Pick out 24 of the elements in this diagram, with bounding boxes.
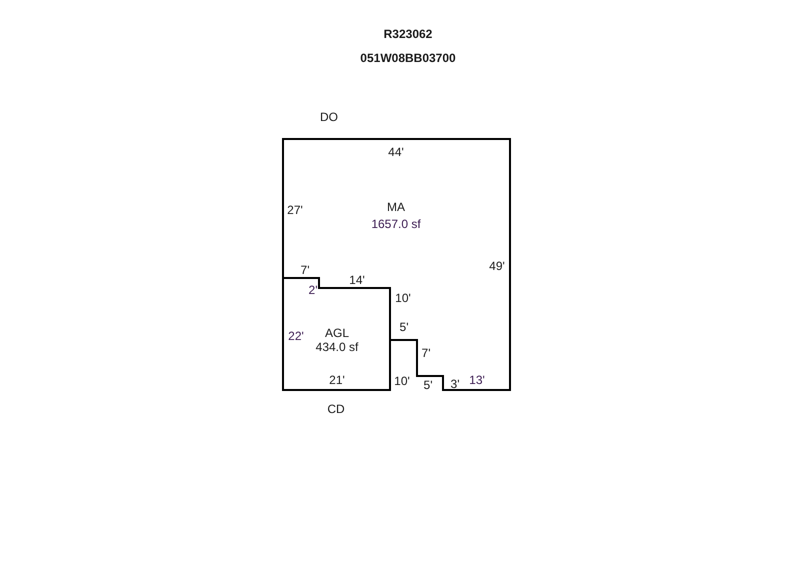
dimension-label: 3' — [450, 378, 460, 390]
dimension-label: 22' — [288, 330, 304, 342]
parcel-id: R323062 — [384, 28, 432, 40]
dimension-label: 13' — [469, 374, 485, 386]
map-number: 051W08BB03700 — [360, 52, 456, 64]
area-code: MA — [387, 201, 405, 213]
dimension-label: 49' — [489, 260, 505, 272]
dimension-label: 14' — [349, 274, 365, 286]
dimension-label: 44' — [388, 146, 404, 158]
side-label: CD — [327, 403, 345, 415]
dimension-label: 21' — [329, 374, 345, 386]
dimension-label: 10' — [395, 292, 411, 304]
area-value: 434.0 sf — [316, 341, 358, 353]
dimension-label: 27' — [287, 204, 303, 216]
dimension-label: 7' — [422, 347, 430, 359]
area-value: 1657.0 sf — [371, 218, 421, 230]
dimension-label: 10' — [394, 375, 410, 387]
side-label: DO — [320, 111, 338, 123]
dimension-label: 7' — [300, 264, 310, 276]
dimension-label: 2' — [308, 284, 318, 296]
dimension-label: 5' — [424, 379, 432, 391]
floor-area-outline — [283, 139, 510, 390]
dimension-label: 5' — [400, 321, 408, 333]
area-code: AGL — [325, 327, 349, 339]
